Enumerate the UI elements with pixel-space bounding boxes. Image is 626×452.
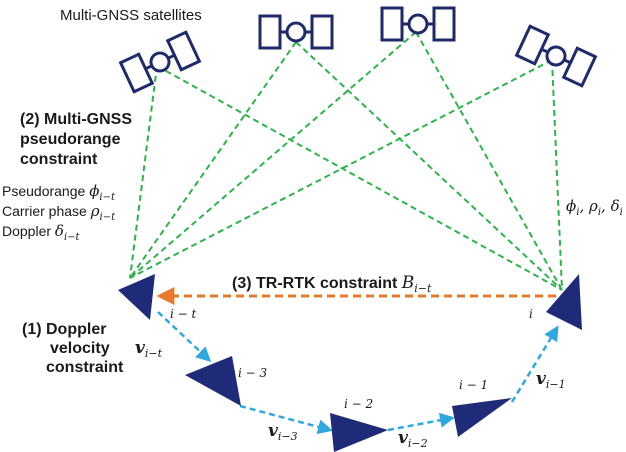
pseudorange-constraint-line-1: (2) Multi-GNSS [20,111,132,128]
doppler-arrow-2 [239,404,333,435]
pr-line-s2-left [129,41,297,279]
pseudorange-lines [129,31,563,291]
satellite-1 [118,30,202,94]
velocity-label-v-i-2: vi−2 [398,428,428,450]
pr-line-s3-right [415,31,563,291]
doppler-arrows [157,311,559,435]
velocity-label-v-i-3: vi−3 [268,421,298,443]
receiver-i [546,274,582,330]
satellite-3 [380,6,456,42]
doppler-constraint-line-1: (1) Doppler [22,321,106,338]
pr-line-s2-right [295,41,563,291]
node-label-i-1: i − 1 [459,378,488,392]
receivers [118,274,582,452]
receiver-i-t [118,274,155,320]
satellites-title: Multi-GNSS satellites [60,7,202,24]
receiver-i-2 [330,413,388,452]
meas-carrier-phase: Carrier phase ρi−t [2,202,116,223]
satellite-4 [514,24,598,88]
doppler-arrow-1 [157,311,212,363]
meas-pseudorange: Pseudorange ϕi−t [2,182,116,203]
doppler-arrow-4 [510,325,559,403]
doppler-arrow-3 [387,412,455,432]
pseudorange-constraint-line-3: constraint [20,151,98,168]
pr-line-s1-right [156,65,563,291]
receiver-i-3 [185,356,241,406]
pr-line-s1-left [129,65,158,279]
doppler-constraint-line-2: velocity [50,340,110,357]
receiver-i-1 [452,398,512,437]
pr-line-s4-right [551,59,563,291]
pr-line-s3-left [129,31,417,279]
trrtk-constraint-label: (3) TR-RTK constraint Bi−t [232,273,432,295]
node-label-i-t: i − t [170,307,197,321]
doppler-constraint-line-3: constraint [46,359,124,376]
meas-doppler: Doppler δi−t [2,222,81,243]
pseudorange-constraint-line-2: pseudorange [20,131,121,148]
node-label-i-3: i − 3 [238,366,268,380]
pr-line-s4-left [129,59,553,279]
meas-right: ϕi, ρi, δi [566,197,623,218]
velocity-label-v-i-t: vi−t [135,338,163,360]
node-label-i: i [529,307,533,321]
node-label-i-2: i − 2 [344,397,373,411]
satellite-2 [258,14,334,50]
velocity-label-v-i-1: vi−1 [536,369,566,391]
